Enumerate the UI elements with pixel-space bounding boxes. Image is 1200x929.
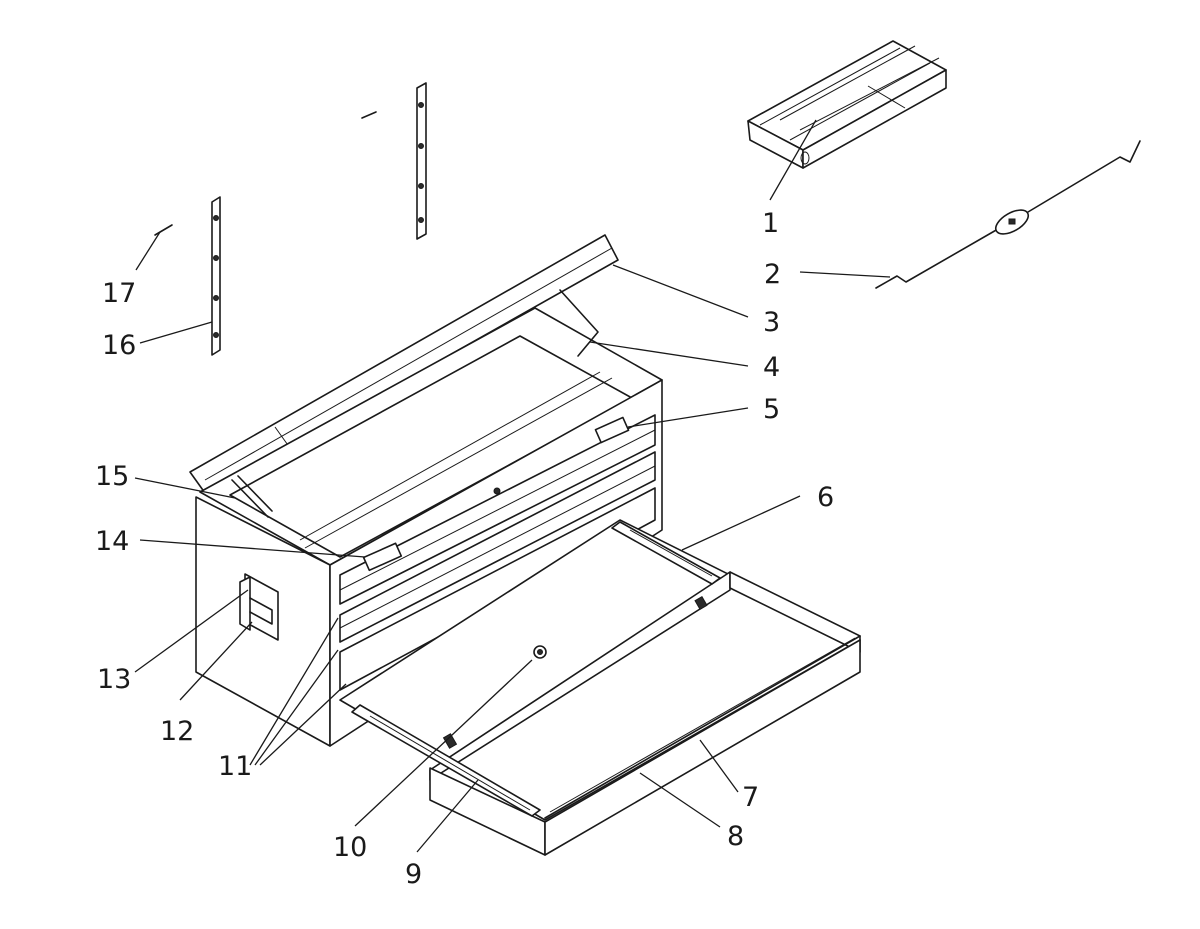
pin-17 xyxy=(154,224,173,236)
callout-15: 15 xyxy=(95,461,129,492)
tote-tray xyxy=(747,40,947,169)
callouts: 1 2 3 4 5 6 7 8 9 10 11 12 13 14 15 16 1… xyxy=(95,208,834,890)
callout-12: 12 xyxy=(160,716,194,747)
callout-6: 6 xyxy=(817,482,834,513)
callout-14: 14 xyxy=(95,526,129,557)
callout-11: 11 xyxy=(218,751,252,782)
callout-8: 8 xyxy=(727,821,744,852)
callout-10: 10 xyxy=(333,832,367,863)
callout-7: 7 xyxy=(742,782,759,813)
callout-9: 9 xyxy=(405,859,422,890)
lock-rod xyxy=(875,140,1141,289)
hinge-strip-16 xyxy=(211,196,221,356)
hinge-strip-upper xyxy=(416,82,427,240)
open-drawer xyxy=(339,519,861,856)
callout-3: 3 xyxy=(763,307,780,338)
pin-upper xyxy=(361,111,377,119)
callout-17: 17 xyxy=(102,278,136,309)
callout-4: 4 xyxy=(763,352,780,383)
leader-lines xyxy=(134,119,891,853)
callout-5: 5 xyxy=(763,394,780,425)
callout-16: 16 xyxy=(102,330,136,361)
callout-1: 1 xyxy=(762,208,779,239)
callout-2: 2 xyxy=(764,259,781,290)
callout-13: 13 xyxy=(97,664,131,695)
